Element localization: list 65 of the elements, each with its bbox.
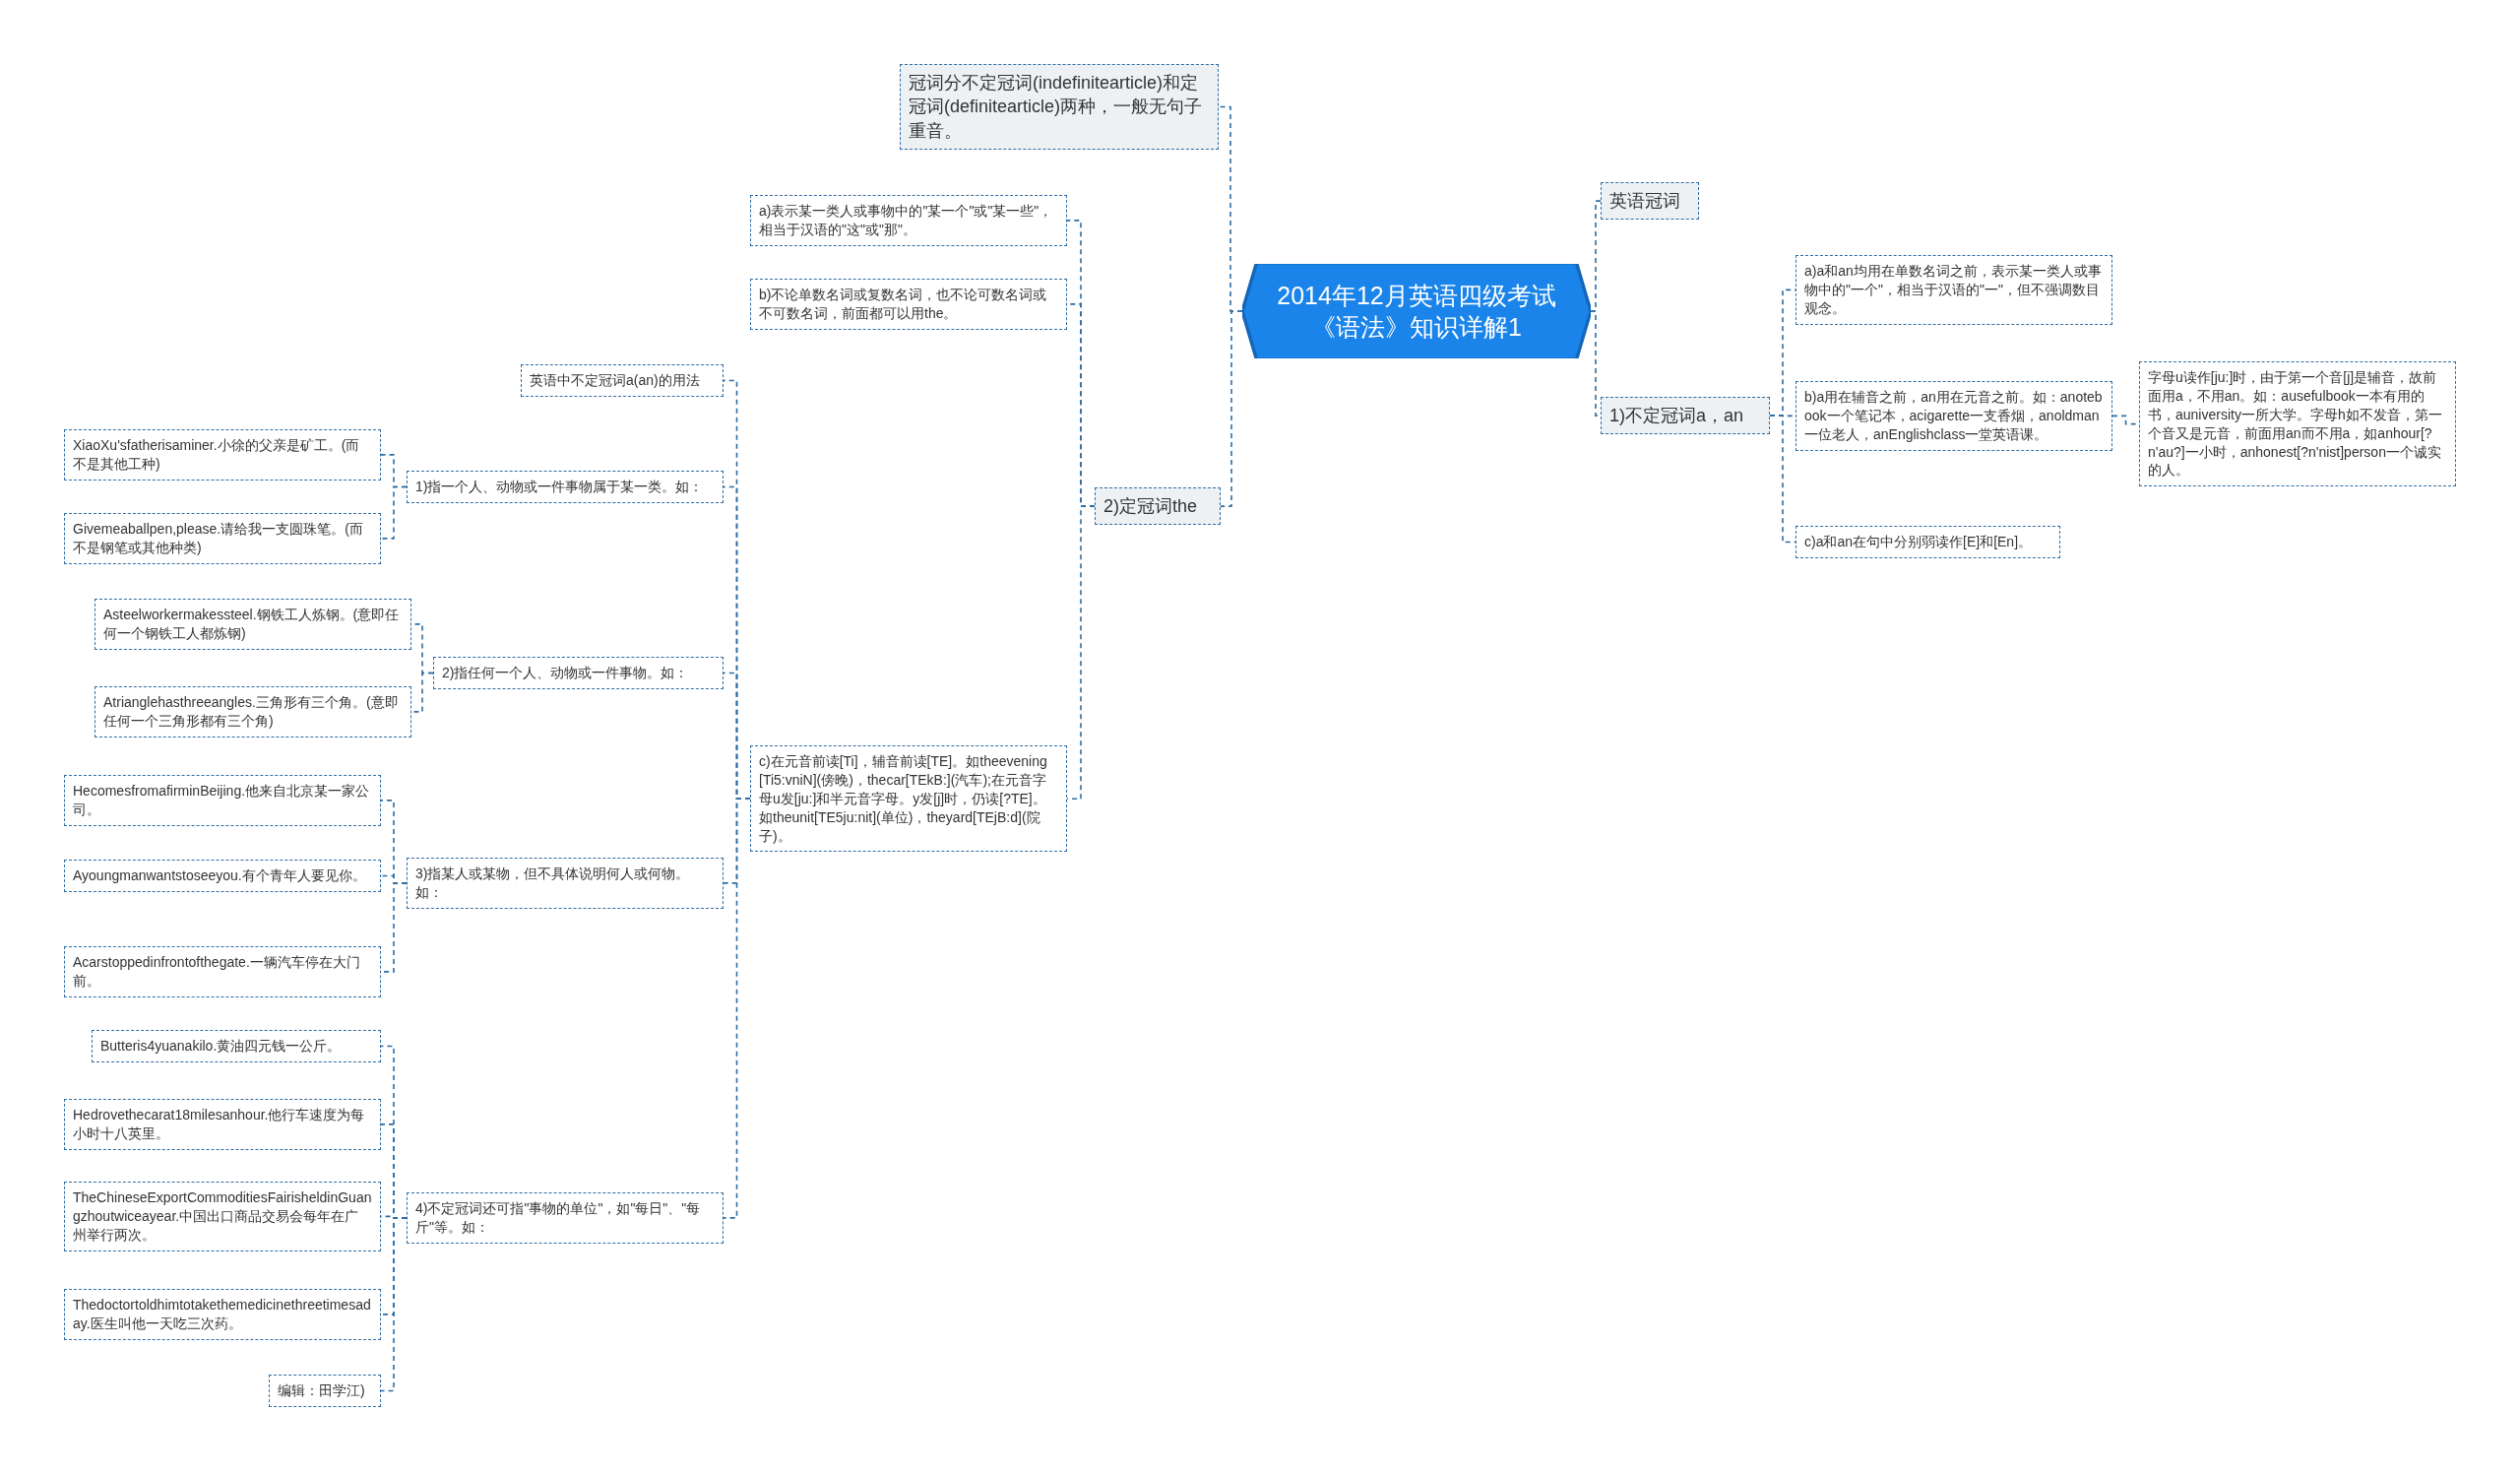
connector-line bbox=[1066, 505, 1096, 801]
topic-text: c)在元音前读[Ti]，辅音前读[TE]。如theevening[Ti5:vniN](傍晚)，thecar[TEkB:](汽车);在元音字母u发[ju:]和半元音字母。y发[j]时，仍读[?TE]。如theunit[TE5ju:nit](单位)，theyard[TEjB:d](院子)。 bbox=[759, 752, 1048, 846]
connector-line bbox=[1220, 310, 1243, 507]
topic-box bbox=[94, 599, 411, 650]
topic-text: 2)指任何一个人、动物或一件事物。如： bbox=[442, 664, 690, 682]
topic-text: Hedrovethecarat18milesanhour.他行车速度为每小时十八英里。 bbox=[73, 1106, 366, 1143]
topic-text: 字母u读作[ju:]时，由于第一个音[j]是辅音，故前面用a，不用an。如：ausefulbook一本有用的书，auniversity一所大学。字母h如不发音，第一个音又是元音，前面用an而不用a，如anhour[?n'au?]一小时，anhonest[?n'nist]person一个诚实的人。 bbox=[2148, 368, 2443, 481]
topic-box bbox=[407, 858, 724, 909]
connector-line bbox=[410, 672, 434, 713]
topic-text: 2)定冠词the bbox=[1103, 495, 1199, 518]
topic-text: 英语中不定冠词a(an)的用法 bbox=[530, 371, 701, 390]
topic-text: Asteelworkermakessteel.钢铁工人炼钢。(意即任何一个钢铁工人都炼钢) bbox=[103, 606, 401, 643]
topic-box bbox=[1796, 381, 2112, 451]
central-topic bbox=[1242, 264, 1591, 358]
topic-text: Atrianglehasthreeangles.三角形有三个角。(意即任何一个三角形都有三个角) bbox=[103, 693, 400, 731]
topic-box bbox=[750, 745, 1067, 853]
topic-box bbox=[750, 279, 1067, 330]
topic-box bbox=[64, 1099, 381, 1150]
connector-line bbox=[380, 1217, 408, 1392]
topic-box bbox=[64, 1182, 381, 1251]
topic-text: 1)指一个人、动物或一件事物属于某一类。如： bbox=[415, 478, 705, 496]
topic-box bbox=[2139, 361, 2456, 487]
topic-text: 英语冠词 bbox=[1609, 190, 1681, 213]
topic-box bbox=[407, 1192, 724, 1244]
connector-line bbox=[1769, 415, 1796, 544]
topic-box bbox=[1796, 255, 2112, 325]
topic-box bbox=[521, 364, 724, 397]
topic-text: 2014年12月英语四级考试《语法》知识详解1 bbox=[1276, 280, 1557, 343]
topic-text: c)a和an在句中分别弱读作[E]和[En]。 bbox=[1804, 533, 2034, 551]
topic-box bbox=[1601, 397, 1770, 435]
topic-box bbox=[64, 1289, 381, 1340]
topic-box bbox=[1601, 182, 1699, 221]
topic-box bbox=[750, 195, 1067, 246]
topic-box bbox=[64, 775, 381, 826]
topic-box bbox=[407, 471, 724, 503]
topic-text: b)不论单数名词或复数名词，也不论可数名词或不可数名词，前面都可以用the。 bbox=[759, 286, 1048, 323]
topic-box bbox=[64, 860, 381, 892]
topic-text: b)a用在辅音之前，an用在元音之前。如：anotebook一个笔记本，acigarette一支香烟，anoldman一位老人，anEnglishclass一堂英语课。 bbox=[1804, 388, 2104, 444]
topic-text: Thedoctortoldhimtotakethemedicinethreetimesaday.医生叫他一天吃三次药。 bbox=[73, 1296, 372, 1333]
topic-text: 1)不定冠词a，an bbox=[1609, 405, 1745, 427]
topic-box bbox=[92, 1030, 381, 1062]
topic-box bbox=[64, 513, 381, 564]
topic-box bbox=[64, 429, 381, 481]
topic-text: 编辑：田学江) bbox=[278, 1381, 366, 1400]
topic-text: XiaoXu'sfatherisaminer.小徐的父亲是矿工。(而不是其他工种) bbox=[73, 436, 361, 474]
topic-box bbox=[94, 686, 411, 738]
topic-text: Butteris4yuanakilo.黄油四元钱一公斤。 bbox=[100, 1037, 343, 1056]
topic-text: 4)不定冠词还可指"事物的单位"，如"每日"、"每斤"等。如： bbox=[415, 1199, 702, 1237]
topic-text: Givemeaballpen,please.请给我一支圆珠笔。(而不是钢笔或其他种类) bbox=[73, 520, 364, 557]
topic-text: Ayoungmanwantstoseeyou.有个青年人要见你。 bbox=[73, 866, 367, 885]
topic-box bbox=[1796, 526, 2060, 558]
topic-box bbox=[269, 1375, 381, 1407]
topic-text: 3)指某人或某物，但不具体说明何人或何物。如： bbox=[415, 865, 691, 902]
topic-text: HecomesfromafirminBeijing.他来自北京某一家公司。 bbox=[73, 782, 371, 819]
topic-box bbox=[433, 657, 724, 689]
topic-text: a)表示某一类人或事物中的"某一个"或"某一些"，相当于汉语的"这"或"那"。 bbox=[759, 202, 1054, 239]
topic-text: a)a和an均用在单数名词之前，表示某一类人或事物中的"一个"，相当于汉语的"一"，但不强调数目观念。 bbox=[1804, 262, 2103, 318]
topic-box bbox=[64, 946, 381, 997]
topic-text: Acarstoppedinfrontofthegate.一辆汽车停在大门前。 bbox=[73, 953, 361, 991]
connector-line bbox=[380, 485, 408, 540]
topic-box bbox=[1095, 487, 1221, 526]
topic-text: TheChineseExportCommoditiesFairisheldinGuangzhoutwiceayear.中国出口商品交易会每年在广州举行两次。 bbox=[73, 1188, 372, 1245]
connector-line bbox=[723, 798, 751, 1219]
topic-box bbox=[900, 64, 1219, 150]
topic-text: 冠词分不定冠词(indefinitearticle)和定冠词(definitearticle)两种，一般无句子重音。 bbox=[909, 72, 1204, 143]
